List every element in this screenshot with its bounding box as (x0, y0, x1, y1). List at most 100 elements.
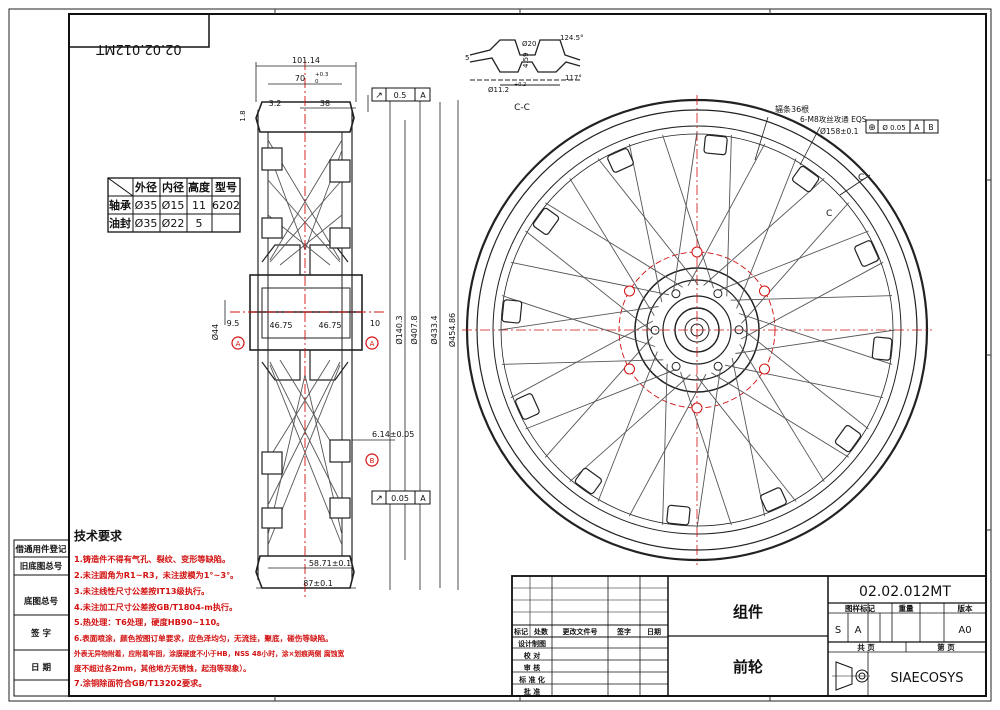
rev-col-count: 处数 (533, 627, 549, 636)
gdt-position-datum-a: A (914, 123, 920, 132)
spoke-nipple-block (792, 165, 820, 193)
tech-req-title: 技术要求 (74, 528, 123, 543)
dim-d4: Ø454.86 (447, 313, 457, 347)
bolt-hole (691, 402, 703, 414)
rev-col-file: 更改文件号 (563, 627, 598, 636)
svg-text:0.05: 0.05 (391, 494, 409, 503)
spoke (597, 351, 658, 502)
spoke (741, 328, 869, 430)
bearing-header-id: 内径 (162, 180, 184, 194)
svg-text:B: B (370, 457, 375, 465)
title-block-text: 02.02.012MT 组件 前轮 图样标记 重量 版本 S A A0 共 页 … (513, 584, 973, 696)
cc-dim-dia112: Ø11.2 (488, 86, 509, 94)
bearing-row1-name: 轴承 (109, 198, 132, 212)
spoke-nipple-block (532, 207, 560, 235)
hub-hole (671, 289, 681, 299)
hub-hole (671, 361, 681, 371)
tech-req-6: 6.表面喷涂，颜色按图订单要求，应色泽均匀，无流挂，聚底，碰伤等缺陷。 (74, 633, 333, 643)
bearing-row1-od: Ø35 (135, 199, 158, 212)
title-stage-s: S (835, 625, 841, 636)
dim-axle-dia: Ø44 (210, 324, 220, 340)
hub-hole (713, 361, 723, 371)
dim-bottom-1: 58.71±0.1 (309, 559, 351, 568)
bearing-header-od: 外径 (134, 180, 157, 194)
svg-text:A: A (236, 340, 241, 348)
spoke (738, 313, 893, 365)
dim-flange-gap: 3.2 (269, 99, 282, 108)
tech-req-6c: 度不超过各2mm，其他地方无锈蚀，起泡等现象）。 (74, 663, 251, 673)
dim-rim-lip: 1.8 (239, 110, 247, 121)
svg-text:↗: ↗ (375, 494, 383, 504)
title-stage-a: A (855, 625, 862, 636)
hub-hole (734, 325, 744, 335)
spoke (687, 143, 766, 287)
spoke (498, 306, 659, 331)
margin-label-4: 签 字 (30, 628, 51, 639)
technical-requirements: 技术要求 1.铸造件不得有气孔、裂纹、变形等缺陷。 2.未注圆角为R1~R3，未… (74, 528, 344, 688)
cc-dim-117: 117° (565, 74, 582, 82)
thread-note: 6-M8攻丝攻通 EQS (800, 114, 867, 124)
sign-row-approve: 批 准 (524, 687, 540, 696)
svg-text:↗: ↗ (375, 91, 383, 101)
spoke (662, 134, 714, 289)
spoke-nipple-block (515, 393, 540, 420)
spoke (525, 230, 653, 332)
dim-hub-right: 46.75 (319, 321, 342, 330)
spoke (703, 177, 825, 286)
tech-req-5: 5.热处理：T6处理，硬度HB90~110。 (74, 617, 224, 627)
spoke (569, 178, 655, 316)
thread-dia: Ø158±0.1 (820, 127, 859, 136)
spoke (544, 336, 653, 458)
gdt-runout-bottom: ↗ 0.05 A (371, 490, 431, 505)
spoke (569, 374, 691, 483)
spoke (735, 329, 896, 354)
tech-req-7: 7.涂铜除面符合GB/T13202要求。 (74, 678, 207, 688)
spoke (545, 202, 683, 288)
dim-right-offset: 10 (370, 319, 380, 328)
title-sheet-no: 第 页 (937, 642, 955, 652)
title-ratio-value: A0 (958, 625, 971, 636)
dim-inner-tol-lo: 0 (315, 79, 319, 85)
spoke (501, 295, 656, 347)
bearing-row2-name: 油封 (109, 216, 131, 230)
dim-offset-small: 6.14±0.05 (372, 430, 414, 439)
spoke (680, 371, 732, 526)
tech-req-4: 4.未注加工尺寸公差按GB/T1804-m执行。 (74, 602, 237, 612)
cc-dim-459: 4.59 (522, 52, 530, 68)
section-dimensions (224, 62, 459, 590)
dim-hub-left: 46.75 (270, 321, 293, 330)
svg-text:A: A (420, 494, 426, 503)
wheel-front-view (462, 95, 932, 565)
rev-col-mark: 标记 (513, 627, 528, 636)
gdt-position-symbol: ⊕ (868, 123, 876, 133)
title-ratio-header: 版本 (957, 603, 973, 613)
tech-req-2: 2.未注圆角为R1~R3，未注拔模为1°~3°。 (74, 570, 238, 580)
spoke (628, 143, 663, 303)
bolt-hole (624, 285, 635, 297)
dim-inner-width: 70 (295, 74, 305, 83)
dim-d1: Ø140.3 (394, 315, 404, 344)
title-stage-header: 图样标记 (845, 603, 875, 613)
title-company: SIAECOSYS (891, 671, 964, 686)
dim-bottom-2: 87±0.1 (303, 579, 333, 588)
tech-req-1: 1.铸造件不得有气孔、裂纹、变形等缺陷。 (74, 554, 230, 564)
spoke (696, 368, 721, 529)
spoke (525, 369, 676, 430)
sign-row-design: 设计制图 (518, 639, 546, 648)
spoke (510, 320, 654, 399)
svg-text:A: A (370, 340, 375, 348)
dim-d2: Ø407.8 (409, 315, 419, 344)
wheel-section-view (230, 60, 385, 600)
title-sheet-total: 共 页 (857, 642, 875, 652)
spoke (741, 202, 850, 324)
spoke-nipple-block (703, 134, 728, 156)
dim-inner-tol-up: +0.3 (315, 72, 329, 78)
spoke (711, 372, 849, 458)
spoke-nipple-block (871, 336, 893, 361)
dim-hub-width: 38 (320, 99, 330, 108)
cc-label: C-C (514, 103, 530, 113)
spoke (510, 261, 670, 296)
datum-markers: A A B (231, 336, 379, 467)
cc-dim-dia20: Ø20 (522, 40, 536, 48)
rev-col-sign: 签字 (616, 627, 631, 636)
